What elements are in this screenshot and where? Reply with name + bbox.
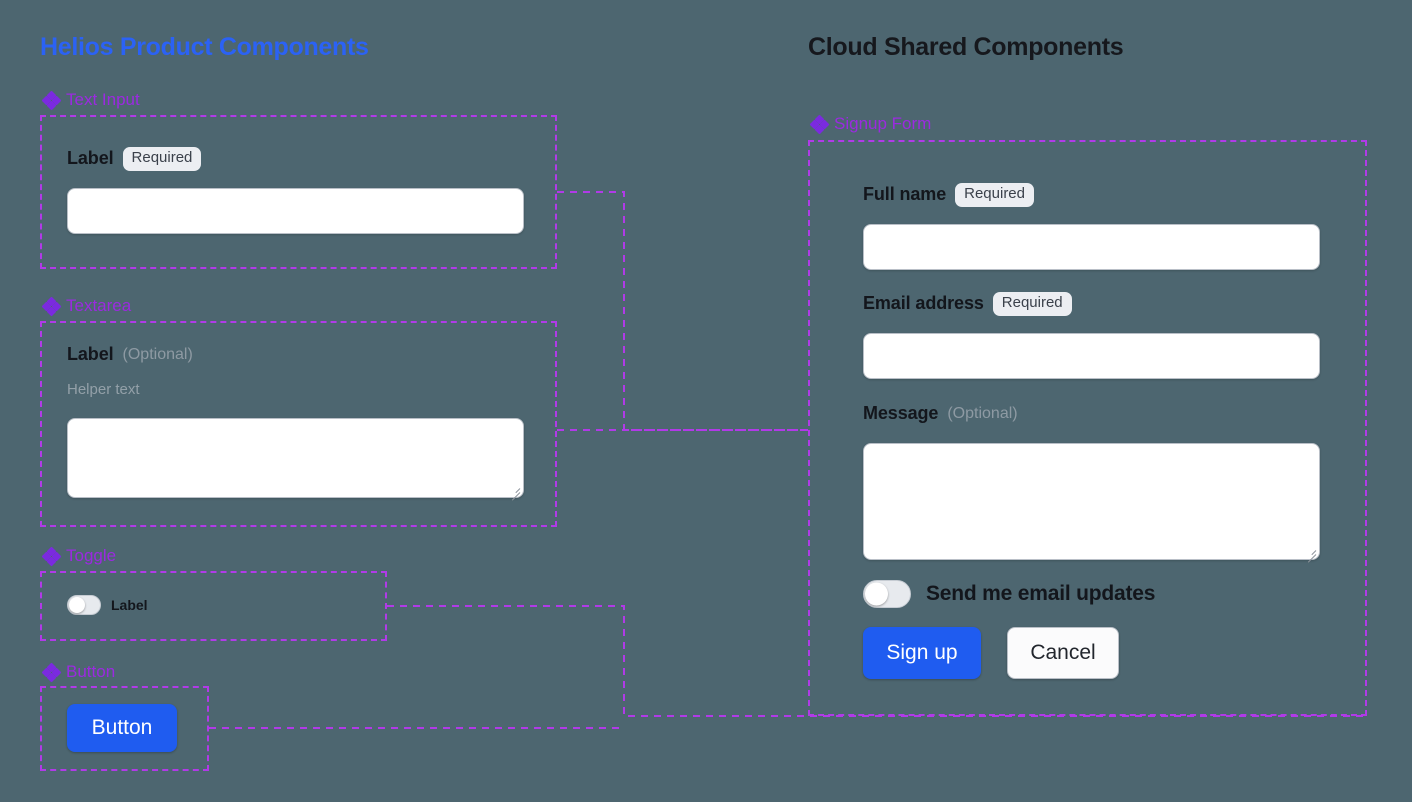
section-name: Text Input xyxy=(66,90,140,109)
toggle-switch[interactable] xyxy=(67,595,101,615)
email-input[interactable] xyxy=(863,333,1320,379)
connector-text-input xyxy=(557,191,808,431)
component-frame-text-input xyxy=(40,115,557,269)
section-label-signup-form: Signup Form xyxy=(809,114,932,134)
diamond-cluster-icon xyxy=(809,114,830,134)
section-name: Textarea xyxy=(66,296,132,315)
page-title-right: Cloud Shared Components xyxy=(808,33,1124,61)
diamond-cluster-icon xyxy=(41,546,62,566)
textarea-helper-text: Helper text xyxy=(67,381,140,398)
required-badge: Required xyxy=(122,147,202,171)
message-textarea[interactable] xyxy=(863,443,1320,560)
page-title-left: Helios Product Components xyxy=(40,33,369,61)
textarea-label-row: Label (Optional) xyxy=(67,344,193,365)
email-updates-toggle-row[interactable]: Send me email updates xyxy=(863,580,1155,608)
component-frame-button xyxy=(40,686,209,771)
component-frame-toggle xyxy=(40,571,387,641)
section-label-textarea: Textarea xyxy=(41,296,132,316)
diamond-cluster-icon xyxy=(41,662,62,682)
textarea-field[interactable] xyxy=(67,418,524,498)
email-label: Email address xyxy=(863,293,984,314)
toggle-knob xyxy=(865,582,888,606)
email-label-row: Email address Required xyxy=(863,292,1072,316)
section-name: Signup Form xyxy=(834,114,932,133)
section-label-text-input: Text Input xyxy=(41,90,140,110)
toggle-row[interactable]: Label xyxy=(67,595,148,615)
email-updates-label: Send me email updates xyxy=(926,582,1156,605)
component-frame-signup-form xyxy=(808,140,1367,716)
section-label-toggle: Toggle xyxy=(41,546,117,566)
demo-button[interactable]: Button xyxy=(67,704,177,752)
section-name: Toggle xyxy=(66,546,117,565)
diamond-cluster-icon xyxy=(41,90,62,110)
diamond-cluster-icon xyxy=(41,296,62,316)
email-updates-toggle-switch[interactable] xyxy=(863,580,911,608)
toggle-knob xyxy=(69,597,85,613)
required-badge: Required xyxy=(992,292,1072,316)
text-input-label-row: Label Required xyxy=(67,147,202,171)
message-optional-tag: (Optional) xyxy=(947,404,1018,422)
text-input-field[interactable] xyxy=(67,188,524,234)
section-label-button: Button xyxy=(41,662,116,682)
textarea-label: Label xyxy=(67,344,114,364)
message-label: Message xyxy=(863,403,939,423)
full-name-label-row: Full name Required xyxy=(863,183,1034,207)
full-name-label: Full name xyxy=(863,184,947,205)
textarea-optional-tag: (Optional) xyxy=(122,345,193,363)
message-field-wrap xyxy=(863,443,1320,563)
full-name-input[interactable] xyxy=(863,224,1320,270)
toggle-label: Label xyxy=(111,597,148,613)
text-input-label: Label xyxy=(67,148,114,169)
required-badge: Required xyxy=(955,183,1034,207)
component-frame-textarea xyxy=(40,321,557,527)
textarea-field-wrap xyxy=(67,418,524,501)
message-label-row: Message (Optional) xyxy=(863,403,1018,424)
section-name: Button xyxy=(66,662,116,681)
